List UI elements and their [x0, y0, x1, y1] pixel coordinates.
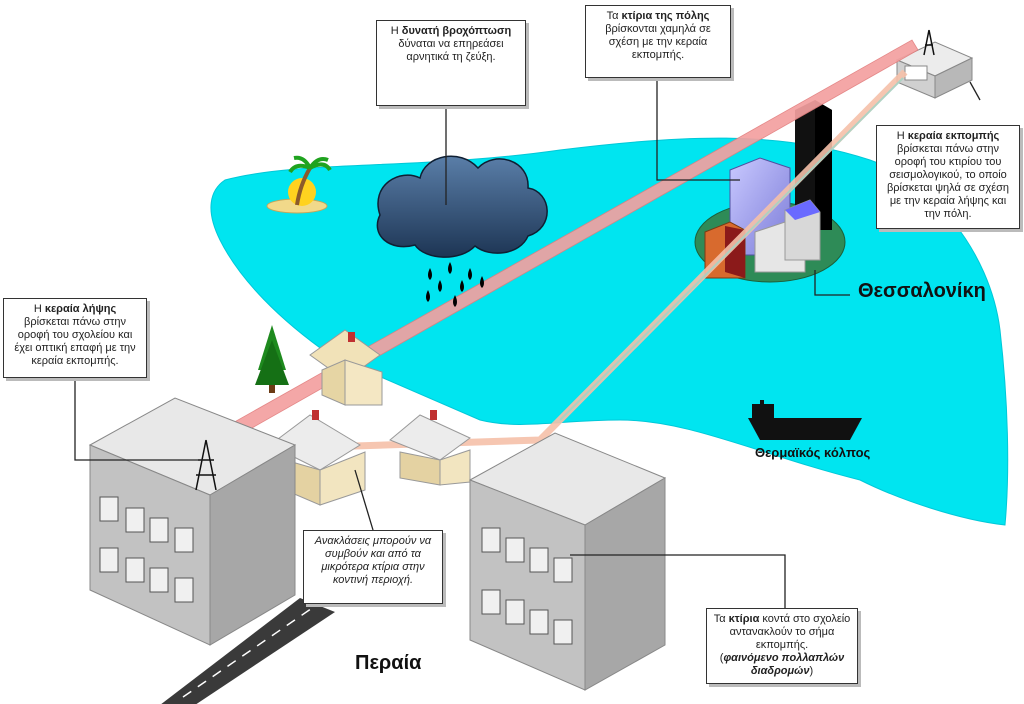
transmit-antenna-callout: Η κεραία εκπομπής βρίσκεται πάνω στην ορ… [876, 125, 1020, 229]
place-label-peraia: Περαία [355, 652, 422, 674]
reflections-callout: Ανακλάσεις μπορούν να συμβούν και από τα… [303, 530, 443, 604]
tree-icon [255, 325, 289, 393]
rain-callout: Η δυνατή βροχόπτωση δύναται να επηρεάσει… [376, 20, 526, 106]
small-house [389, 410, 471, 486]
small-house [309, 329, 383, 406]
nearby-building [468, 432, 667, 691]
reflected-link-to-city [559, 77, 904, 421]
receive-antenna-callout: Η κεραία λήψης βρίσκεται πάνω στην οροφή… [3, 298, 147, 378]
school-building [88, 397, 297, 646]
place-label-thessaloniki: Θεσσαλονίκη [858, 280, 986, 302]
transmitter-building [895, 29, 974, 99]
antenna-tower-icon [195, 439, 217, 491]
antenna-tower-icon [923, 29, 935, 56]
city-buildings-callout: Τα κτίρια της πόλης βρίσκονται χαμηλά σε… [585, 5, 731, 78]
ship-icon [748, 400, 862, 440]
road [161, 598, 335, 704]
place-label-gulf: Θερμαϊκός κόλπος [755, 445, 871, 460]
multipath-callout: Τα κτίρια κοντά στο σχολείο αντανακλούν … [706, 608, 858, 684]
storm-cloud-icon [376, 155, 548, 307]
leader-lines [74, 78, 981, 608]
palm-island-icon [266, 155, 332, 214]
